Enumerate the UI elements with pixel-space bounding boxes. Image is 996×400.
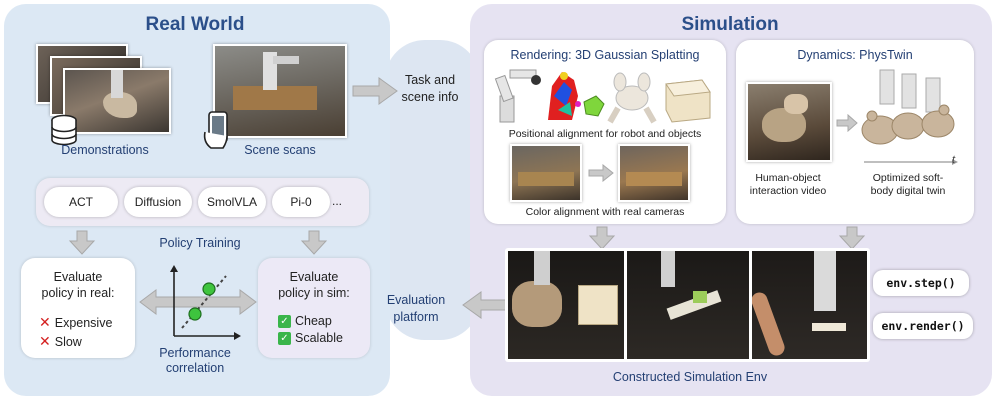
eval-real-item-expensive: ✕ Expensive — [39, 314, 113, 330]
time-axis-label: t — [952, 154, 956, 166]
eval-real-line1: Evaluate — [53, 270, 103, 284]
database-icon — [51, 114, 77, 146]
arrow-icon — [352, 77, 398, 105]
performance-correlation-plot — [139, 265, 257, 340]
policy-more: ... — [332, 194, 343, 208]
cross-icon: ✕ — [39, 333, 51, 349]
arrow-icon — [68, 230, 96, 255]
policy-training-label: Policy Training — [159, 236, 241, 250]
demonstrations-label: Demonstrations — [61, 143, 149, 157]
policy-smolvla[interactable]: SmolVLA — [198, 187, 266, 217]
digital-twin-caption: Optimized soft- body digital twin — [870, 172, 946, 197]
phone-icon — [203, 111, 228, 149]
eval-real-line2: policy in real: — [41, 286, 115, 300]
digital-twin-sequence — [861, 69, 958, 165]
real-world-title: Real World — [145, 14, 245, 35]
arrow-icon — [836, 114, 858, 132]
arrow-icon — [838, 226, 866, 250]
eval-sim-line1: Evaluate — [289, 270, 339, 284]
policy-training-container: ACT Diffusion SmolVLA Pi-0 ... — [36, 178, 369, 226]
scene-scans-label: Scene scans — [244, 143, 316, 157]
color-after-photo — [618, 144, 690, 202]
performance-correlation-label: Performance correlation — [159, 346, 231, 375]
sim-env-frame-2 — [627, 251, 749, 359]
env-render-call[interactable]: env.render() — [873, 313, 973, 339]
check-icon: ✓ — [278, 331, 291, 345]
arrow-icon — [300, 230, 328, 255]
arrow-icon — [588, 226, 616, 250]
human-object-caption: Human-object interaction video — [749, 172, 827, 197]
rendering-title: Rendering: 3D Gaussian Splatting — [510, 48, 700, 62]
eval-real-card: Evaluate policy in real: ✕ Expensive ✕ S… — [21, 258, 135, 358]
color-before-photo — [510, 144, 582, 202]
eval-real-item-slow: ✕ Slow — [39, 333, 82, 349]
dynamics-title: Dynamics: PhysTwin — [797, 48, 913, 62]
policy-pi0[interactable]: Pi-0 — [272, 187, 330, 217]
scene-scan-photo — [213, 44, 347, 138]
eval-sim-line2: policy in sim: — [278, 286, 350, 300]
evaluation-platform-label: Evaluation platform — [386, 293, 446, 324]
constructed-sim-env-label: Constructed Simulation Env — [612, 370, 768, 384]
task-scene-info-label: Task and scene info — [401, 73, 459, 104]
demo-photo-front — [63, 68, 171, 134]
eval-sim-item-cheap: ✓ Cheap — [278, 314, 370, 328]
env-step-call[interactable]: env.step() — [873, 270, 969, 296]
eval-sim-item-scalable: ✓ Scalable — [278, 331, 370, 345]
color-alignment-caption: Color alignment with real cameras — [525, 206, 685, 218]
sim-env-frame-3 — [752, 251, 867, 359]
policy-act[interactable]: ACT — [44, 187, 118, 217]
arrow-icon — [462, 291, 508, 319]
check-icon: ✓ — [278, 314, 291, 328]
positional-alignment-caption: Positional alignment for robot and objec… — [508, 128, 702, 140]
eval-sim-card: Evaluate policy in sim: ✓ Cheap ✓ Scalab… — [258, 258, 370, 358]
connector-band — [385, 40, 480, 340]
sim-env-frame-1 — [508, 251, 624, 359]
gaussian-splat-objects — [494, 69, 711, 124]
simulation-title: Simulation — [681, 14, 779, 35]
arrow-icon — [588, 164, 614, 182]
policy-diffusion[interactable]: Diffusion — [124, 187, 192, 217]
cross-icon: ✕ — [39, 314, 51, 330]
human-object-video-photo — [746, 82, 832, 162]
